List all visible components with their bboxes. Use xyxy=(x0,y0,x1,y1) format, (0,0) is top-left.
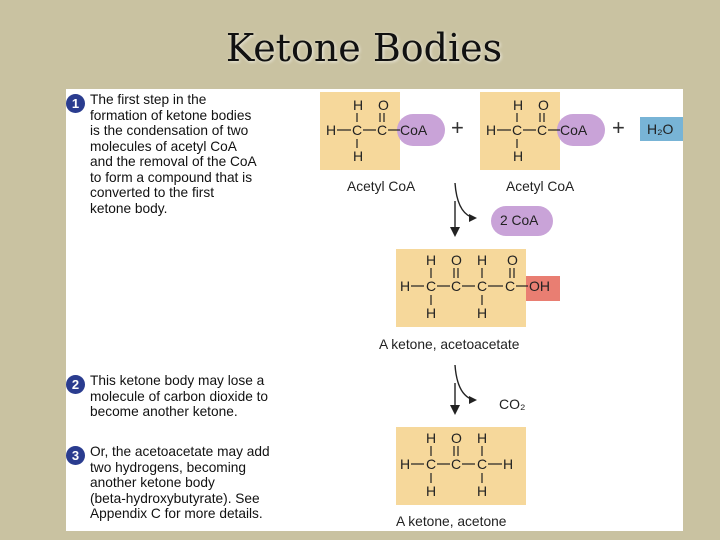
atom-h: H xyxy=(477,483,487,499)
water-box xyxy=(640,117,683,141)
atom-h: H xyxy=(400,278,410,294)
water-label: H₂O xyxy=(647,121,674,137)
atom-h: H xyxy=(486,122,496,138)
atom-c: C xyxy=(451,278,461,294)
atom-c: C xyxy=(451,456,461,472)
atom-c: C xyxy=(352,122,362,138)
step-2: 2 This ketone body may lose a molecule o… xyxy=(66,373,316,420)
step-1-text: The first step in the formation of keton… xyxy=(90,92,257,216)
released-coa-pill xyxy=(491,206,553,236)
atom-h: H xyxy=(503,456,513,472)
atom-o: O xyxy=(451,430,462,446)
atom-c: C xyxy=(505,278,515,294)
atom-h: H xyxy=(426,252,436,268)
coa-label: CoA xyxy=(400,122,428,138)
coa-label: CoA xyxy=(560,122,588,138)
atom-h: H xyxy=(426,430,436,446)
step-3: 3 Or, the acetoacetate may add two hydro… xyxy=(66,444,316,522)
decarboxylation-arrow xyxy=(450,364,477,415)
atom-o: O xyxy=(451,252,462,268)
atom-h: H xyxy=(513,97,523,113)
atom-h: H xyxy=(477,430,487,446)
atom-h: H xyxy=(353,148,363,164)
atom-h: H xyxy=(477,305,487,321)
atom-h: H xyxy=(326,122,336,138)
acetoacetate-label: A ketone, acetoacetate xyxy=(379,337,520,352)
acetoacetate-structure: H O H O H C C C C OH H H xyxy=(400,252,550,321)
atom-c: C xyxy=(477,456,487,472)
atom-c: C xyxy=(377,122,387,138)
atom-h: H xyxy=(400,456,410,472)
plus-sign-1: + xyxy=(451,115,464,140)
co2-label: CO₂ xyxy=(499,396,526,412)
acetyl-coa-1-coa-pill xyxy=(397,114,445,146)
acetyl-coa-2-structure: H O H C C CoA H xyxy=(486,97,588,164)
step-1: 1 The first step in the formation of ket… xyxy=(66,92,316,216)
acetyl-coa-2-label: Acetyl CoA xyxy=(506,179,575,194)
hydroxyl-box xyxy=(526,276,560,301)
atom-c: C xyxy=(537,122,547,138)
atom-c: C xyxy=(512,122,522,138)
atom-h: H xyxy=(513,148,523,164)
atom-h: H xyxy=(353,97,363,113)
acetoacetate-box xyxy=(396,249,526,327)
atom-c: C xyxy=(426,278,436,294)
acetyl-coa-1-structure: H O H C C CoA H xyxy=(326,97,428,164)
atom-h: H xyxy=(426,483,436,499)
acetyl-coa-1-label: Acetyl CoA xyxy=(347,179,416,194)
diagram-panel: 1 The first step in the formation of ket… xyxy=(66,89,683,531)
step-2-text: This ketone body may lose a molecule of … xyxy=(90,373,269,419)
released-coa-label: 2 CoA xyxy=(500,213,539,228)
acetone-label: A ketone, acetone xyxy=(396,514,507,529)
step-3-badge: 3 xyxy=(66,446,85,465)
condensation-arrow xyxy=(450,182,477,237)
acetyl-coa-1-box xyxy=(320,92,400,170)
acetone-box xyxy=(396,427,526,505)
acetone-structure: H O H H C C C H H H xyxy=(400,430,513,499)
atom-c: C xyxy=(477,278,487,294)
acetyl-coa-2-box xyxy=(480,92,560,170)
atom-c: C xyxy=(426,456,436,472)
step-2-badge: 2 xyxy=(66,375,85,394)
atom-h: H xyxy=(426,305,436,321)
slide-title: Ketone Bodies xyxy=(225,26,503,70)
plus-sign-2: + xyxy=(612,115,625,140)
atom-o: O xyxy=(538,97,549,113)
atom-o: O xyxy=(378,97,389,113)
step-3-text: Or, the acetoacetate may add two hydroge… xyxy=(90,444,270,521)
acetyl-coa-2-coa-pill xyxy=(557,114,605,146)
step-1-badge: 1 xyxy=(66,94,85,113)
atom-h: H xyxy=(477,252,487,268)
atom-o: O xyxy=(507,252,518,268)
oh-label: OH xyxy=(529,278,550,294)
